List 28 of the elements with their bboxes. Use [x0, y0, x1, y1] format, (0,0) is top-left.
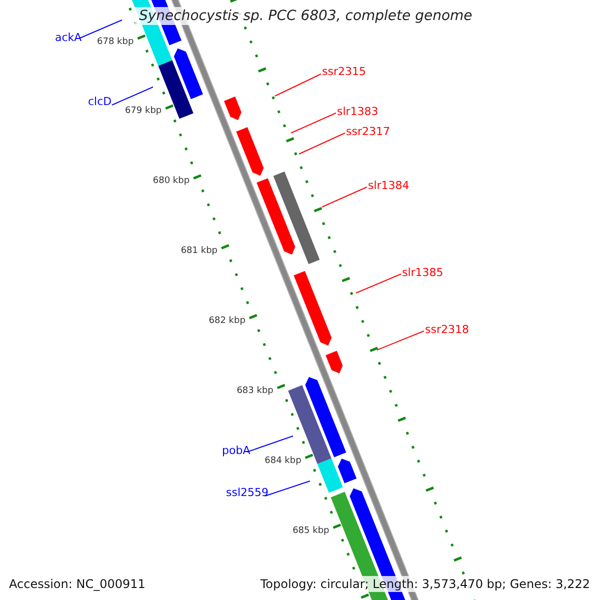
gene-label: ssr2318 — [425, 323, 469, 336]
leader-line — [376, 330, 424, 350]
scale-label: 684 kbp — [264, 456, 302, 466]
gene-label: clcD — [88, 95, 112, 108]
gene-label: pobA — [222, 444, 250, 457]
gene-label: ssl2559 — [226, 486, 269, 499]
scale-label: 685 kbp — [292, 526, 330, 536]
scale-label: 678 kbp — [97, 36, 134, 47]
scale-label: 683 kbp — [236, 386, 274, 396]
scale-label: 679 kbp — [124, 106, 162, 116]
leader-line — [274, 74, 322, 96]
scale-label: 680 kbp — [152, 176, 190, 186]
scale-label: 681 kbp — [180, 246, 218, 256]
leader-line — [264, 480, 310, 496]
gene-label: slr1384 — [368, 179, 410, 192]
gene-label: ssr2317 — [346, 125, 390, 138]
leader-line — [298, 132, 346, 154]
leader-line — [246, 436, 294, 452]
leader-line — [356, 274, 402, 294]
gene-label: ackA — [55, 31, 82, 44]
gene-label: slr1383 — [337, 105, 378, 118]
leader-line — [322, 186, 368, 208]
scale-label: 682 kbp — [208, 316, 246, 326]
leader-line — [80, 20, 122, 38]
gene-label: ssr2315 — [322, 65, 366, 78]
leader-line — [290, 112, 336, 134]
gene-label: slr1385 — [402, 266, 444, 279]
leader-line — [112, 86, 154, 106]
